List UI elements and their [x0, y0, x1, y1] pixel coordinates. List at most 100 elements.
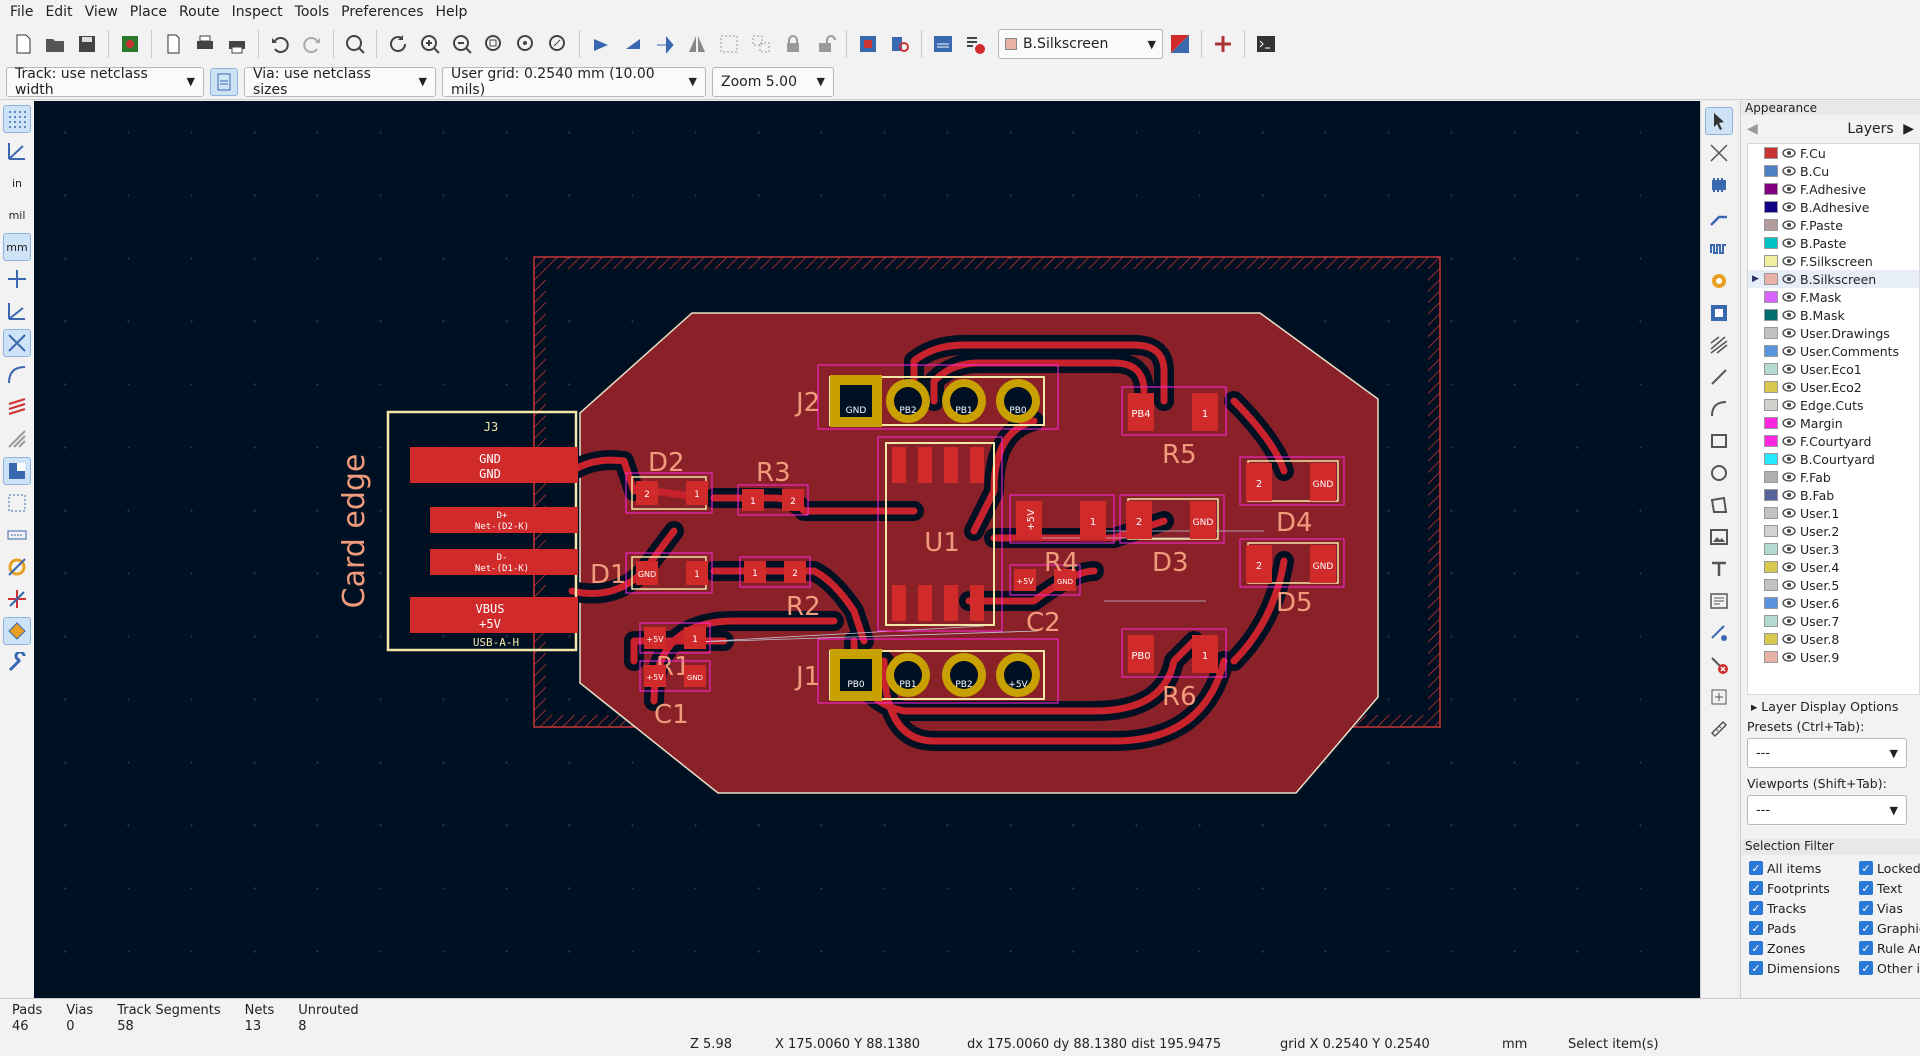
layer-color-swatch[interactable] [1764, 309, 1778, 321]
eye-icon[interactable] [1782, 164, 1796, 178]
zoom-out-button[interactable] [447, 29, 477, 59]
redo-button[interactable] [297, 29, 327, 59]
via-display-button[interactable] [3, 521, 31, 549]
layer-row[interactable]: B.Fab [1748, 486, 1919, 504]
filter-zones[interactable]: ✓Zones [1749, 939, 1859, 957]
add-textbox-button[interactable] [1705, 587, 1733, 615]
tab-layers[interactable]: Layers [1847, 121, 1894, 137]
delete-tool-button[interactable] [1705, 651, 1733, 679]
zoom-in-button[interactable] [415, 29, 445, 59]
filter-other-items[interactable]: ✓Other items [1859, 959, 1920, 977]
add-text-button[interactable] [1705, 555, 1733, 583]
plot-button[interactable] [222, 29, 252, 59]
led-d5[interactable]: 2 GND D5 [1239, 538, 1345, 618]
layer-color-swatch[interactable] [1764, 237, 1778, 249]
layer-row[interactable]: User.1 [1748, 504, 1919, 522]
layer-color-swatch[interactable] [1764, 453, 1778, 465]
eye-icon[interactable] [1782, 632, 1796, 646]
eye-icon[interactable] [1782, 200, 1796, 214]
layer-color-swatch[interactable] [1764, 345, 1778, 357]
draw-line-button[interactable] [1705, 363, 1733, 391]
draw-polygon-button[interactable] [1705, 491, 1733, 519]
resistor-r2[interactable]: 1 2 R2 [739, 556, 821, 622]
interactive-router-settings-button[interactable] [1208, 29, 1238, 59]
grid-select[interactable]: User grid: 0.2540 mm (10.00 mils) ▼ [442, 66, 706, 98]
zone-fill-display-button[interactable] [3, 393, 31, 421]
curved-ratsnest-button[interactable] [3, 361, 31, 389]
pcb-canvas[interactable]: J3 GND GND D+ Net-(D2-K) D- Net-(D1-K) V… [34, 101, 1700, 998]
layer-color-swatch[interactable] [1764, 543, 1778, 555]
menu-edit[interactable]: Edit [45, 4, 73, 20]
presets-select[interactable]: --- ▼ [1747, 738, 1907, 768]
eye-icon[interactable] [1782, 488, 1796, 502]
unlock-button[interactable] [810, 29, 840, 59]
add-image-button[interactable] [1705, 523, 1733, 551]
zoom-fit-button[interactable] [479, 29, 509, 59]
diode-d2[interactable]: 2 1 D2 [625, 448, 713, 514]
menu-preferences[interactable]: Preferences [341, 4, 424, 20]
zoom-objects-button[interactable] [511, 29, 541, 59]
filter-locked[interactable]: ✓Locked [1859, 859, 1920, 877]
menu-place[interactable]: Place [129, 4, 168, 20]
net-highlight-button[interactable] [3, 489, 31, 517]
properties-panel-button[interactable] [3, 649, 31, 677]
resistor-r4[interactable]: +5V 1 R4 [1009, 494, 1115, 578]
resistor-r6[interactable]: PB0 1 R6 [1121, 628, 1227, 712]
layer-row[interactable]: User.Comments [1748, 342, 1919, 360]
update-from-schematic-button[interactable] [928, 29, 958, 59]
filter-footprints[interactable]: ✓Footprints [1749, 879, 1859, 897]
menu-file[interactable]: File [10, 4, 34, 20]
menu-tools[interactable]: Tools [294, 4, 330, 20]
layer-row[interactable]: User.2 [1748, 522, 1919, 540]
layer-color-swatch[interactable] [1764, 561, 1778, 573]
eye-icon[interactable] [1782, 416, 1796, 430]
layer-color-swatch[interactable] [1764, 417, 1778, 429]
layer-row[interactable]: F.Courtyard [1748, 432, 1919, 450]
mirror-button[interactable] [682, 29, 712, 59]
viewports-select[interactable]: --- ▼ [1747, 795, 1907, 825]
grid-origin-button[interactable] [1705, 683, 1733, 711]
eye-icon[interactable] [1782, 182, 1796, 196]
units-mils-button[interactable]: mil [8, 208, 26, 222]
layer-pair-button[interactable] [1165, 29, 1195, 59]
layer-row[interactable]: B.Adhesive [1748, 198, 1919, 216]
ratsnest-angle-button[interactable] [3, 297, 31, 325]
layer-row[interactable]: B.Mask [1748, 306, 1919, 324]
measure-tool-button[interactable] [1705, 715, 1733, 743]
layer-color-swatch[interactable] [1764, 435, 1778, 447]
high-contrast-button[interactable] [3, 457, 31, 485]
header-j2[interactable]: GND PB2 PB1 PB0 J2 [794, 364, 1059, 430]
filter-rule-areas[interactable]: ✓Rule Areas [1859, 939, 1920, 957]
eye-icon[interactable] [1782, 524, 1796, 538]
ic-u1[interactable]: U1 [877, 436, 1003, 632]
route-track-button[interactable] [1705, 203, 1733, 231]
units-mm-button[interactable]: mm [3, 233, 31, 261]
add-footprint-button[interactable] [1705, 171, 1733, 199]
capacitor-c2[interactable]: +5V GND C2 [1009, 564, 1081, 638]
eye-icon[interactable] [1782, 542, 1796, 556]
layer-color-swatch[interactable] [1764, 633, 1778, 645]
eye-icon[interactable] [1782, 614, 1796, 628]
appearance-panel-button[interactable] [3, 617, 31, 645]
layer-color-swatch[interactable] [1764, 219, 1778, 231]
layer-row[interactable]: User.7 [1748, 612, 1919, 630]
open-board-button[interactable] [40, 29, 70, 59]
layer-row[interactable]: Edge.Cuts [1748, 396, 1919, 414]
layer-row[interactable]: User.4 [1748, 558, 1919, 576]
layer-color-swatch[interactable] [1764, 381, 1778, 393]
show-ratsnest-button[interactable] [3, 329, 31, 357]
layer-row[interactable]: User.8 [1748, 630, 1919, 648]
select-tool-button[interactable] [1704, 107, 1733, 135]
layer-row[interactable]: Margin [1748, 414, 1919, 432]
layer-color-swatch[interactable] [1764, 291, 1778, 303]
eye-icon[interactable] [1782, 560, 1796, 574]
menu-view[interactable]: View [84, 4, 118, 20]
layer-color-swatch[interactable] [1764, 507, 1778, 519]
eye-icon[interactable] [1782, 308, 1796, 322]
print-button[interactable] [190, 29, 220, 59]
layer-color-swatch[interactable] [1764, 273, 1778, 285]
layer-color-swatch[interactable] [1764, 201, 1778, 213]
track-display-button[interactable] [3, 553, 31, 581]
eye-icon[interactable] [1782, 380, 1796, 394]
add-via-button[interactable] [1705, 267, 1733, 295]
